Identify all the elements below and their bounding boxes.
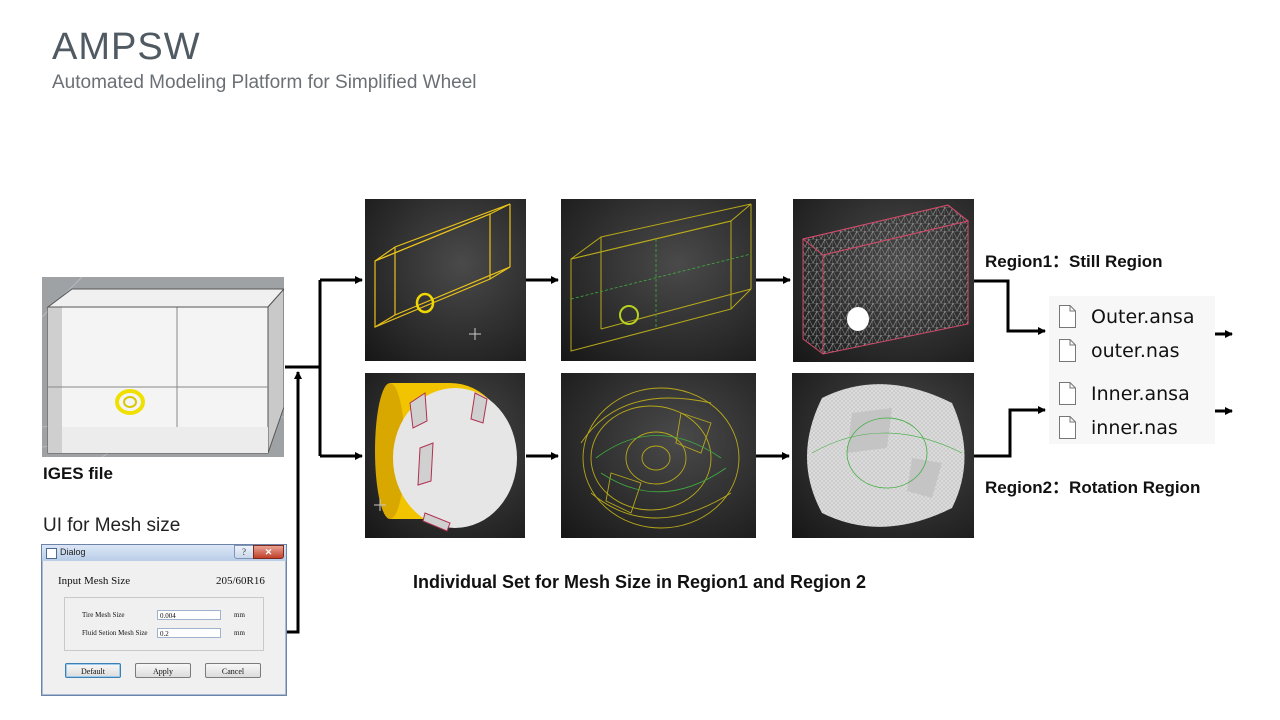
region1-geometry-view xyxy=(365,199,526,361)
region2-geometry-view xyxy=(365,373,525,538)
region1-surface-view xyxy=(561,199,756,361)
file-icon xyxy=(1059,305,1076,328)
file-name: inner.nas xyxy=(1091,417,1178,439)
file-icon xyxy=(1059,339,1076,362)
dialog-title: Dialog xyxy=(60,547,86,557)
file-icon xyxy=(1059,382,1076,405)
dialog-heading: Input Mesh Size xyxy=(58,575,131,587)
tire-mesh-size-label: Tire Mesh Size xyxy=(82,611,125,619)
fluid-mesh-size-input[interactable]: 0.2 xyxy=(157,628,221,638)
fluid-mesh-size-label: Fluid Setion Mesh Size xyxy=(82,629,148,637)
app-icon xyxy=(46,548,57,559)
fluid-mesh-unit: mm xyxy=(234,629,245,637)
iges-file-label: IGES file xyxy=(43,464,113,483)
tire-mesh-size-input[interactable]: 0.004 xyxy=(157,610,221,620)
individual-set-caption: Individual Set for Mesh Size in Region1 … xyxy=(413,572,867,592)
dialog-titlebar[interactable] xyxy=(42,545,286,561)
region2-mesh-view xyxy=(792,373,974,538)
iges-model-view xyxy=(42,277,284,457)
region1-mesh-view xyxy=(793,199,974,362)
file-name: outer.nas xyxy=(1091,340,1180,362)
tire-mesh-unit: mm xyxy=(234,611,245,619)
close-button[interactable]: ✕ xyxy=(253,545,284,559)
help-button[interactable]: ? xyxy=(234,545,254,559)
page-title: AMPSW xyxy=(52,26,201,68)
ui-mesh-size-label: UI for Mesh size xyxy=(43,515,181,536)
tire-spec: 205/60R16 xyxy=(216,575,265,587)
region1-label: Region1：Still Region xyxy=(985,252,1163,271)
file-icon xyxy=(1059,416,1076,439)
page-subtitle: Automated Modeling Platform for Simplifi… xyxy=(52,72,477,93)
region2-label: Region2：Rotation Region xyxy=(985,478,1201,497)
region2-surface-view xyxy=(561,373,756,538)
output-file-list: Outer.ansa outer.nas Inner.ansa inner.na… xyxy=(1049,296,1215,444)
file-name: Inner.ansa xyxy=(1091,383,1190,405)
mesh-size-dialog: Dialog ? ✕ Input Mesh Size 205/60R16 Tir… xyxy=(41,544,287,696)
mesh-field-group xyxy=(64,597,264,651)
file-name: Outer.ansa xyxy=(1091,306,1195,328)
cancel-button[interactable]: Cancel xyxy=(205,663,261,678)
apply-button[interactable]: Apply xyxy=(135,663,191,678)
default-button[interactable]: Default xyxy=(65,663,121,678)
